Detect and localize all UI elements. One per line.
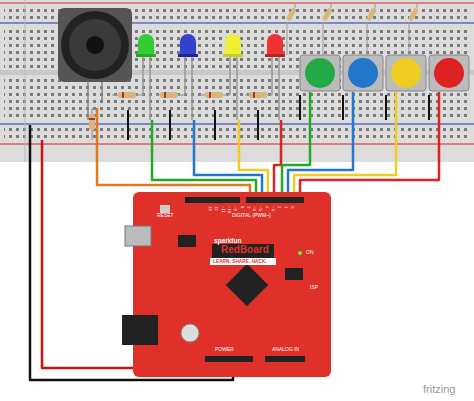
header-label: ISP xyxy=(310,285,318,290)
pin-label: 0 xyxy=(290,206,294,208)
brand-label: sparkfun xyxy=(214,238,241,245)
pin-label: ~3 xyxy=(271,206,275,211)
pin-label: 2 xyxy=(277,206,281,208)
watermark: fritzing xyxy=(423,384,455,395)
pin-label: ~5 xyxy=(258,206,262,211)
pin-label: ~10 xyxy=(227,206,231,213)
jumper-wire xyxy=(30,92,439,380)
speaker xyxy=(58,8,132,120)
push-button xyxy=(300,55,469,91)
pin-label: 4 xyxy=(264,206,268,208)
pin-label: ~9 xyxy=(233,206,237,211)
redboard xyxy=(122,192,331,377)
slogan-label: LEARN. SHARE. HACK. xyxy=(213,260,267,265)
pin-label: 1 xyxy=(283,206,287,208)
pin-label: 8 xyxy=(239,206,243,208)
pin-label: 12 xyxy=(214,206,218,211)
led xyxy=(136,34,285,120)
header-label: DIGITAL (PWM~) xyxy=(232,213,271,218)
header-label: ANALOG IN xyxy=(272,347,299,352)
pin-label: 13 xyxy=(208,206,212,211)
header-label: POWER xyxy=(215,347,234,352)
led-label: ON xyxy=(306,250,314,255)
pin-label: ~6 xyxy=(252,206,256,211)
resistor xyxy=(92,95,272,140)
reset-label: RESET xyxy=(157,213,174,218)
board-name: RedBoard xyxy=(221,245,269,255)
pin-label: ~11 xyxy=(220,206,224,213)
pin-label: 7 xyxy=(246,206,250,208)
